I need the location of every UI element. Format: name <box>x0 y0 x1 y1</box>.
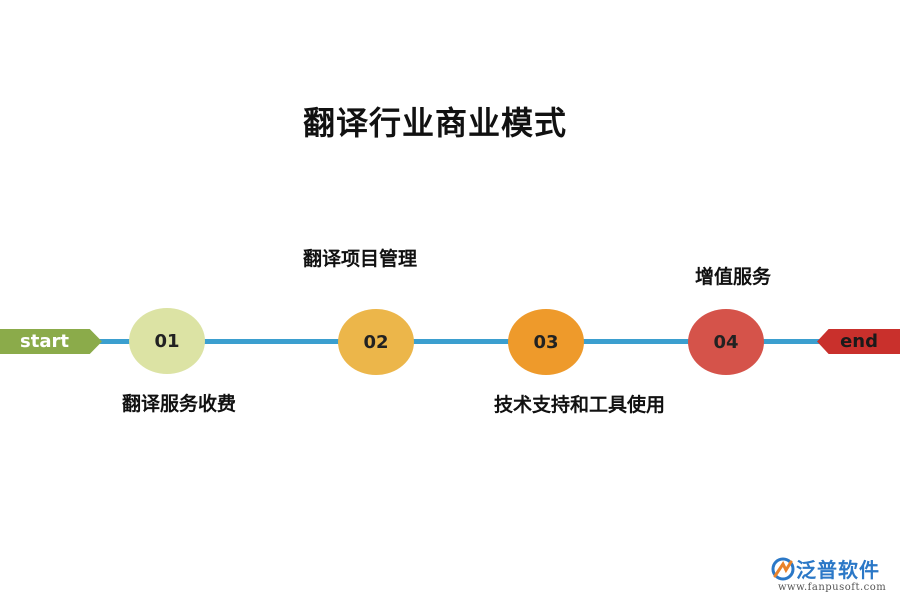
page-title: 翻译行业商业模式 <box>302 104 567 142</box>
step-node-03: 03 <box>508 309 584 375</box>
timeline-line <box>96 339 824 344</box>
step-node-02: 02 <box>338 309 414 375</box>
step-node-04: 04 <box>688 309 764 375</box>
step-label-01: 翻译服务收费 <box>122 393 237 415</box>
watermark-name: 泛普软件 <box>796 558 880 582</box>
start-tag: start <box>0 329 102 354</box>
logo-icon <box>770 556 796 582</box>
watermark-logo: 泛普软件 www.fanpusoft.com <box>770 554 895 596</box>
end-tag: end <box>817 329 900 354</box>
step-label-03: 技术支持和工具使用 <box>494 394 666 416</box>
watermark-url: www.fanpusoft.com <box>778 582 887 593</box>
step-label-04: 增值服务 <box>695 266 772 288</box>
step-label-02: 翻译项目管理 <box>303 248 418 270</box>
step-node-01: 01 <box>129 308 205 374</box>
